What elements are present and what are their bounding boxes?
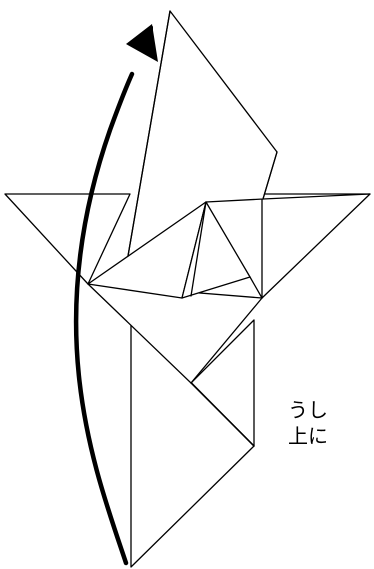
instruction-text-line-1: うし — [288, 398, 328, 422]
center-body — [88, 284, 262, 383]
right-wing — [262, 194, 370, 298]
right-wing-edge — [250, 277, 262, 298]
instruction-text-line-2: 上に — [288, 424, 328, 448]
